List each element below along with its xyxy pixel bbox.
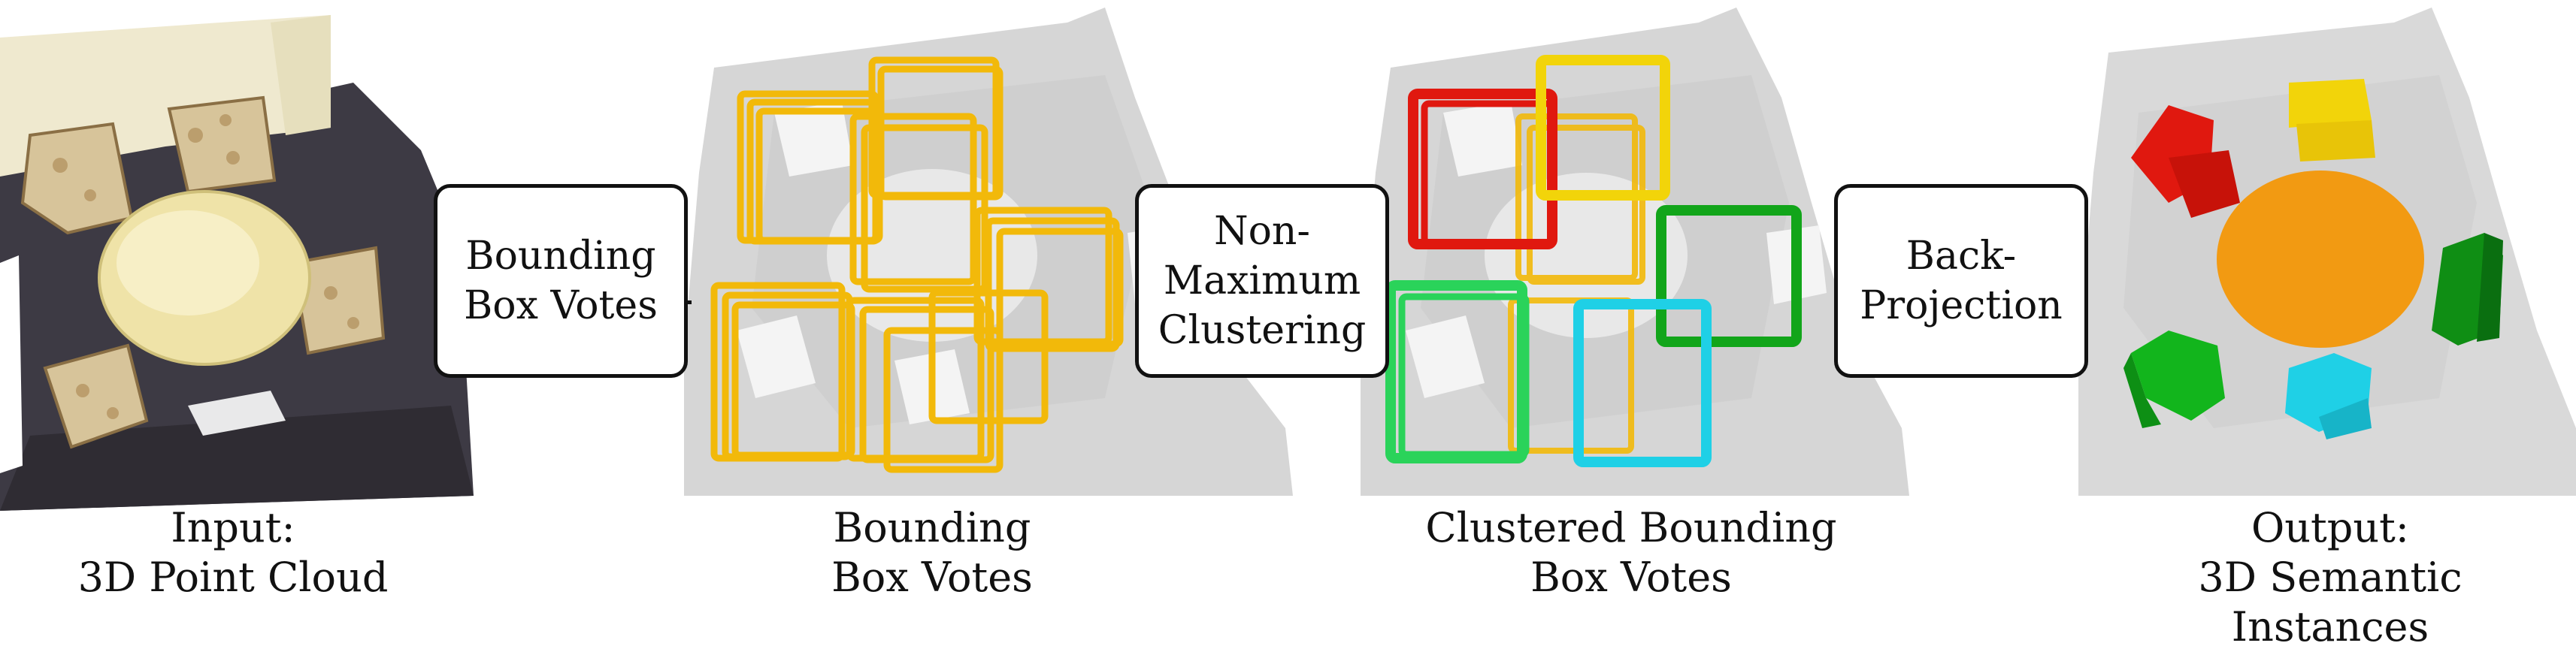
- step-line: Bounding: [465, 234, 656, 279]
- step-line: Clustering: [1158, 308, 1367, 353]
- step-bounding-box-votes: Bounding Box Votes: [434, 184, 688, 378]
- caption-line: 3D Semantic Instances: [2198, 554, 2462, 650]
- caption-clustered-votes: Clustered Bounding Box Votes: [1398, 503, 1864, 602]
- instance-chair-green: [2131, 331, 2225, 421]
- step-non-maximum-clustering: Non- Maximum Clustering: [1135, 184, 1389, 378]
- bounding-box-votes-image: [684, 8, 1293, 496]
- caption-line: Bounding: [833, 504, 1031, 551]
- caption-line: 3D Point Cloud: [77, 554, 389, 601]
- vote-boxes: [710, 56, 1124, 473]
- cluster-yellow: [1536, 55, 1670, 201]
- caption-input: Input: 3D Point Cloud: [8, 503, 459, 602]
- caption-bounding-box-votes: Bounding Box Votes: [752, 503, 1112, 602]
- clustered-box-votes-panel: [1361, 8, 1909, 496]
- output-instances-panel: [2078, 8, 2576, 496]
- step-back-projection: Back- Projection: [1834, 184, 2088, 378]
- bounding-box-votes-panel: [684, 8, 1293, 496]
- caption-line: Output:: [2251, 504, 2409, 551]
- step-line: Back-: [1906, 234, 2017, 279]
- step-line: Projection: [1860, 283, 2063, 328]
- input-chairs: [20, 95, 386, 449]
- step-line: Box Votes: [464, 283, 658, 328]
- instance-chair-yellow: [2289, 79, 2372, 128]
- caption-line: Input:: [171, 504, 295, 551]
- clustered-box-votes-image: [1361, 8, 1909, 496]
- cluster-green: [1656, 205, 1802, 347]
- cluster-cyan: [1573, 299, 1712, 467]
- input-point-cloud-image: [0, 15, 474, 511]
- step-line: Maximum: [1163, 258, 1361, 303]
- cluster-lightgreen: [1385, 280, 1527, 463]
- step-line: Non-: [1214, 209, 1310, 254]
- input-point-cloud-panel: [0, 15, 481, 511]
- caption-line: Clustered Bounding: [1425, 504, 1837, 551]
- caption-line: Box Votes: [1530, 554, 1732, 601]
- caption-output: Output: 3D Semantic Instances: [2097, 503, 2563, 652]
- output-instances-image: [2078, 8, 2576, 496]
- caption-line: Box Votes: [831, 554, 1033, 601]
- instance-table: [2217, 171, 2424, 348]
